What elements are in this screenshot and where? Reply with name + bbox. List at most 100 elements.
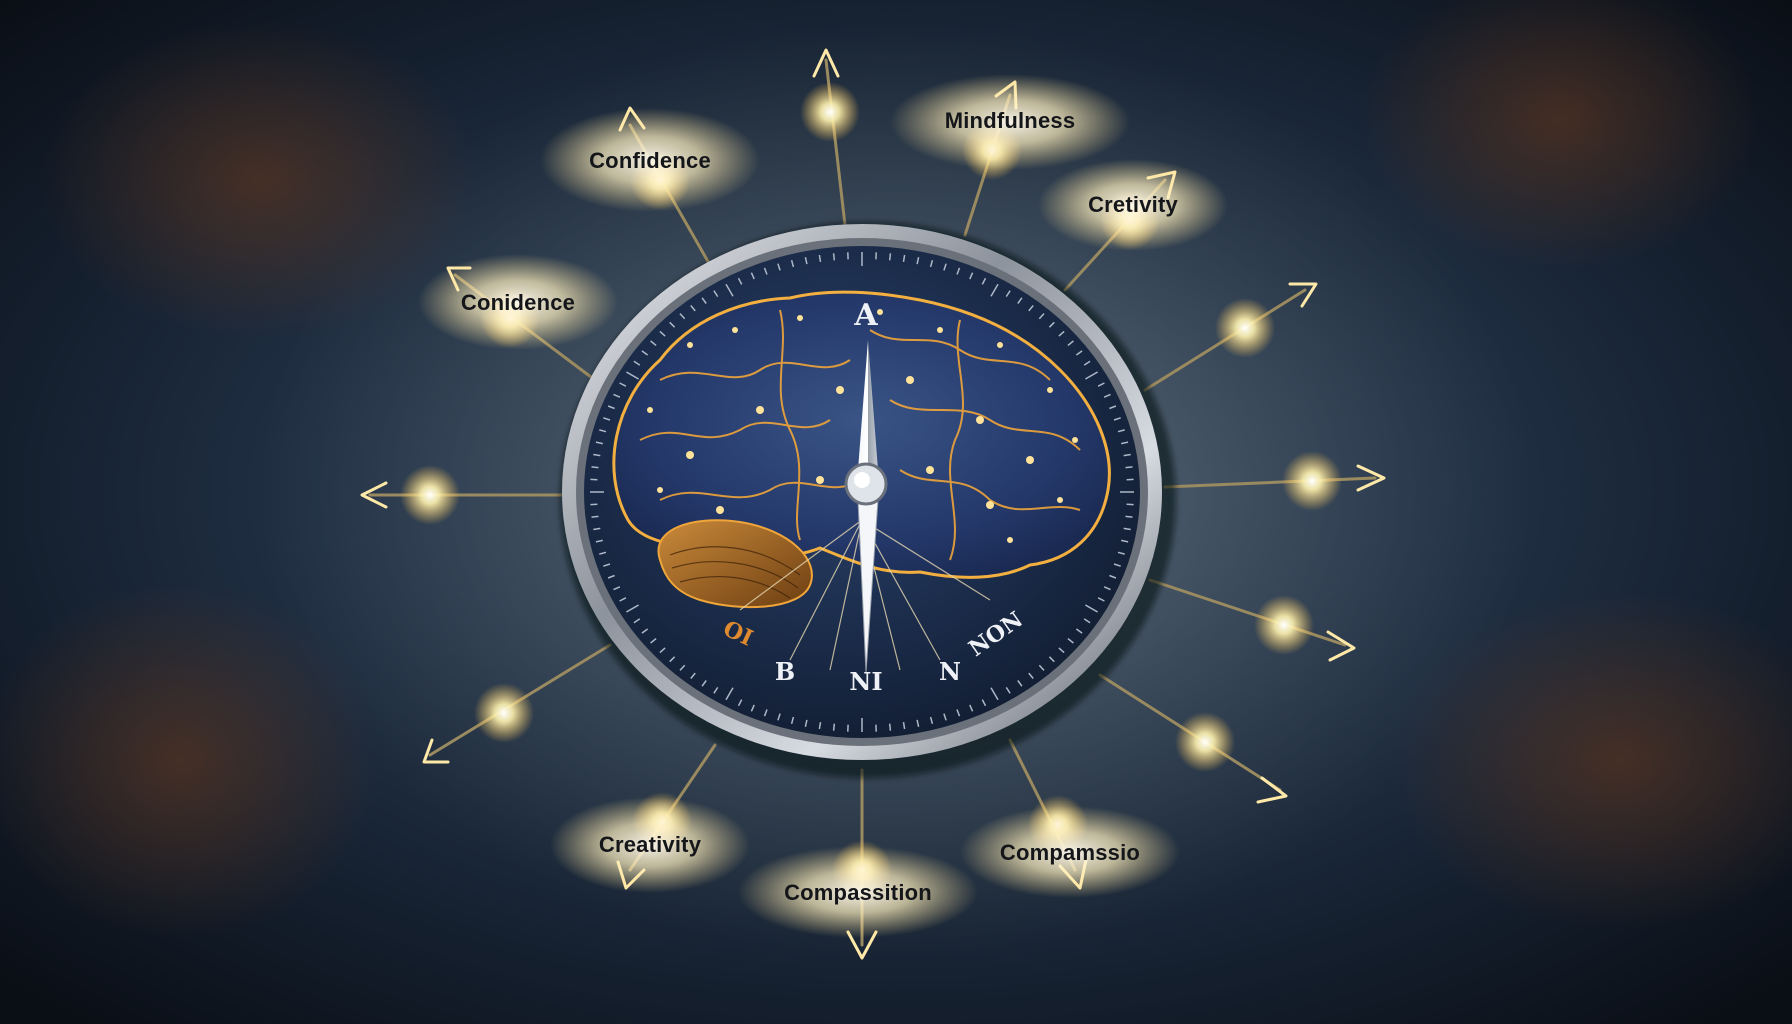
compass-tick [1028,305,1034,312]
compass-tick [956,267,961,275]
compass-tick [1017,297,1023,304]
compass-tick [593,527,601,531]
compass-tick [902,721,906,730]
dial-letter-top: A [853,298,878,333]
rust-stain [1390,590,1792,930]
compass-tick [619,597,627,602]
compass-tick [943,263,947,271]
compass-tick [929,716,934,724]
compass-tick [1048,656,1055,663]
compass-tick [1083,360,1091,366]
compass-tick [1038,313,1045,320]
compass-tick [1117,429,1125,433]
compass-tick [1121,441,1129,445]
compass-tick [916,257,920,265]
compass-tick [599,429,607,433]
compass-tick [777,713,781,721]
label-confidence-top: Confidence [589,148,711,173]
compass-tick [679,313,686,320]
compass-tick [591,466,599,469]
label-compassion-right: Compamssio [1000,840,1140,865]
compass-tick [595,539,603,543]
compass-tick [669,321,676,328]
compass-tick [1075,628,1083,634]
rust-stain [1360,0,1760,270]
compass-tick [1113,563,1121,567]
compass-tick [1125,466,1133,469]
compass: A NI N B NON OI [560,222,1176,778]
compass-tick [804,257,808,265]
compass-tick [659,330,666,337]
compass-tick [1103,393,1111,398]
compass-tick [1058,330,1065,337]
compass-tick [603,417,611,421]
compass-tick [607,574,615,579]
compass-tick [626,371,639,380]
compass-tick [818,721,822,730]
compass-tick [1058,647,1065,654]
compass-tick [969,704,974,712]
compass-tick [1085,604,1098,613]
compass-tick [593,453,601,457]
compass-tick [1083,618,1091,624]
compass-tick [737,699,743,707]
label-creativity-bottom: Creativity [599,832,702,857]
compass-tick [1038,664,1045,671]
rust-stain [0,580,380,940]
compass-tick [818,254,822,263]
label-compassion-bottom: Compassition [784,880,932,905]
compass-tick [669,656,676,663]
compass-tick [956,709,961,717]
compass-tick [701,297,707,304]
brain-folds [639,309,1081,561]
compass-tick [777,263,781,271]
compass-tick [750,272,755,280]
compass-tick [679,664,686,671]
label-halos [418,74,1228,938]
compass-tick [1113,417,1121,421]
brain-sparks [647,309,1078,543]
compass-tick [888,253,892,261]
compass-tick [1103,586,1111,591]
compass-tick [888,723,892,731]
compass-tick [990,283,999,297]
compass-tick [990,687,999,701]
compass-tick [1121,539,1129,543]
compass-tick [750,704,755,712]
label-creativity-right: Cretivity [1088,192,1178,217]
compass-tick [1085,371,1098,380]
compass-tick [1075,350,1083,356]
compass-tick [969,272,974,280]
compass-tick [981,699,987,707]
cerebellum-lines [669,546,801,599]
compass-tick [763,709,768,717]
compass-tick [804,719,808,727]
compass-tick [607,405,615,410]
compass-tick [763,267,768,275]
compass-tick [725,283,734,297]
compass-tick [650,340,657,346]
compass-tick [1048,321,1055,328]
compass-tick [1125,515,1133,518]
compass-tick [690,672,696,679]
compass-tick [832,723,836,731]
compass-tick [1117,551,1125,555]
compass-needle-icon [844,340,888,673]
compass-tick [1097,597,1105,602]
compass-tick [1005,290,1011,298]
compass-tick [701,680,707,687]
label-confidence-left: Conidence [461,290,575,315]
label-mindfulness: Mindfulness [945,108,1076,133]
compass-tick [603,563,611,567]
compass-tick [633,618,641,624]
compass-tick [613,393,621,398]
compass-tick [737,277,743,285]
compass-tick [619,382,627,387]
compass-tick [1067,638,1074,644]
compass-tick [613,586,621,591]
compass-ticks [590,252,1134,732]
compass-tick [1109,574,1117,579]
compass-tick [599,551,607,555]
compass-tick [929,260,934,268]
